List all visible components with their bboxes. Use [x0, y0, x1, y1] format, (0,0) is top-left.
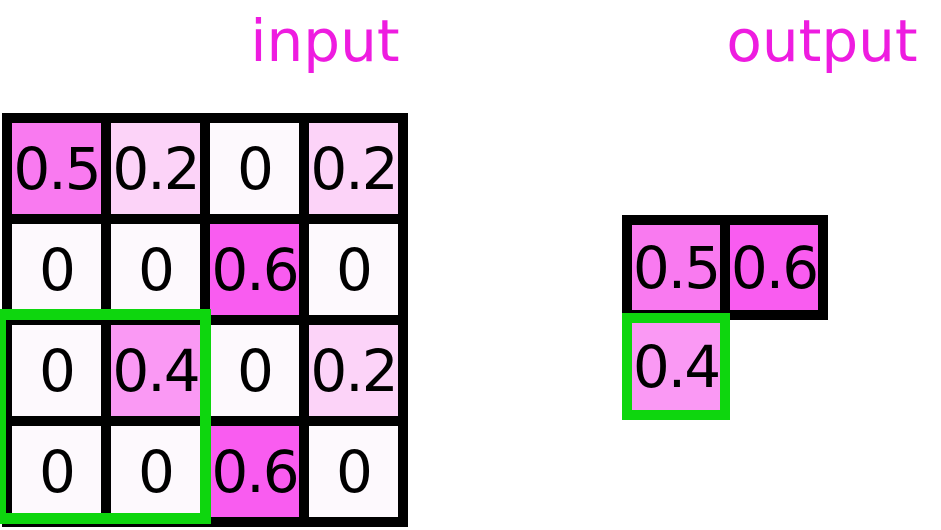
input-grid-cell: 0	[106, 219, 205, 320]
input-grid-cell: 0.2	[106, 118, 205, 219]
input-grid-cell: 0	[7, 320, 106, 421]
input-grid-cell: 0.2	[304, 118, 403, 219]
input-grid-cell: 0	[304, 421, 403, 522]
input-grid-cell: 0.2	[304, 320, 403, 421]
input-grid-cell: 0	[106, 421, 205, 522]
output-title: output	[726, 7, 918, 75]
input-grid-cell: 0	[304, 219, 403, 320]
input-grid-cell: 0.4	[106, 320, 205, 421]
input-title: input	[250, 7, 400, 75]
input-grid-cell: 0.5	[7, 118, 106, 219]
output-highlight-cell: 0.4	[622, 313, 730, 420]
input-grid-cell: 0	[205, 118, 304, 219]
input-grid-cell: 0	[7, 421, 106, 522]
output-grid-cell: 0.6	[725, 220, 823, 315]
output-grid-cell: 0.5	[627, 220, 725, 315]
input-grid-cell: 0.6	[205, 421, 304, 522]
input-grid-cell: 0	[7, 219, 106, 320]
input-grid-cell: 0	[205, 320, 304, 421]
input-grid-cell: 0.6	[205, 219, 304, 320]
